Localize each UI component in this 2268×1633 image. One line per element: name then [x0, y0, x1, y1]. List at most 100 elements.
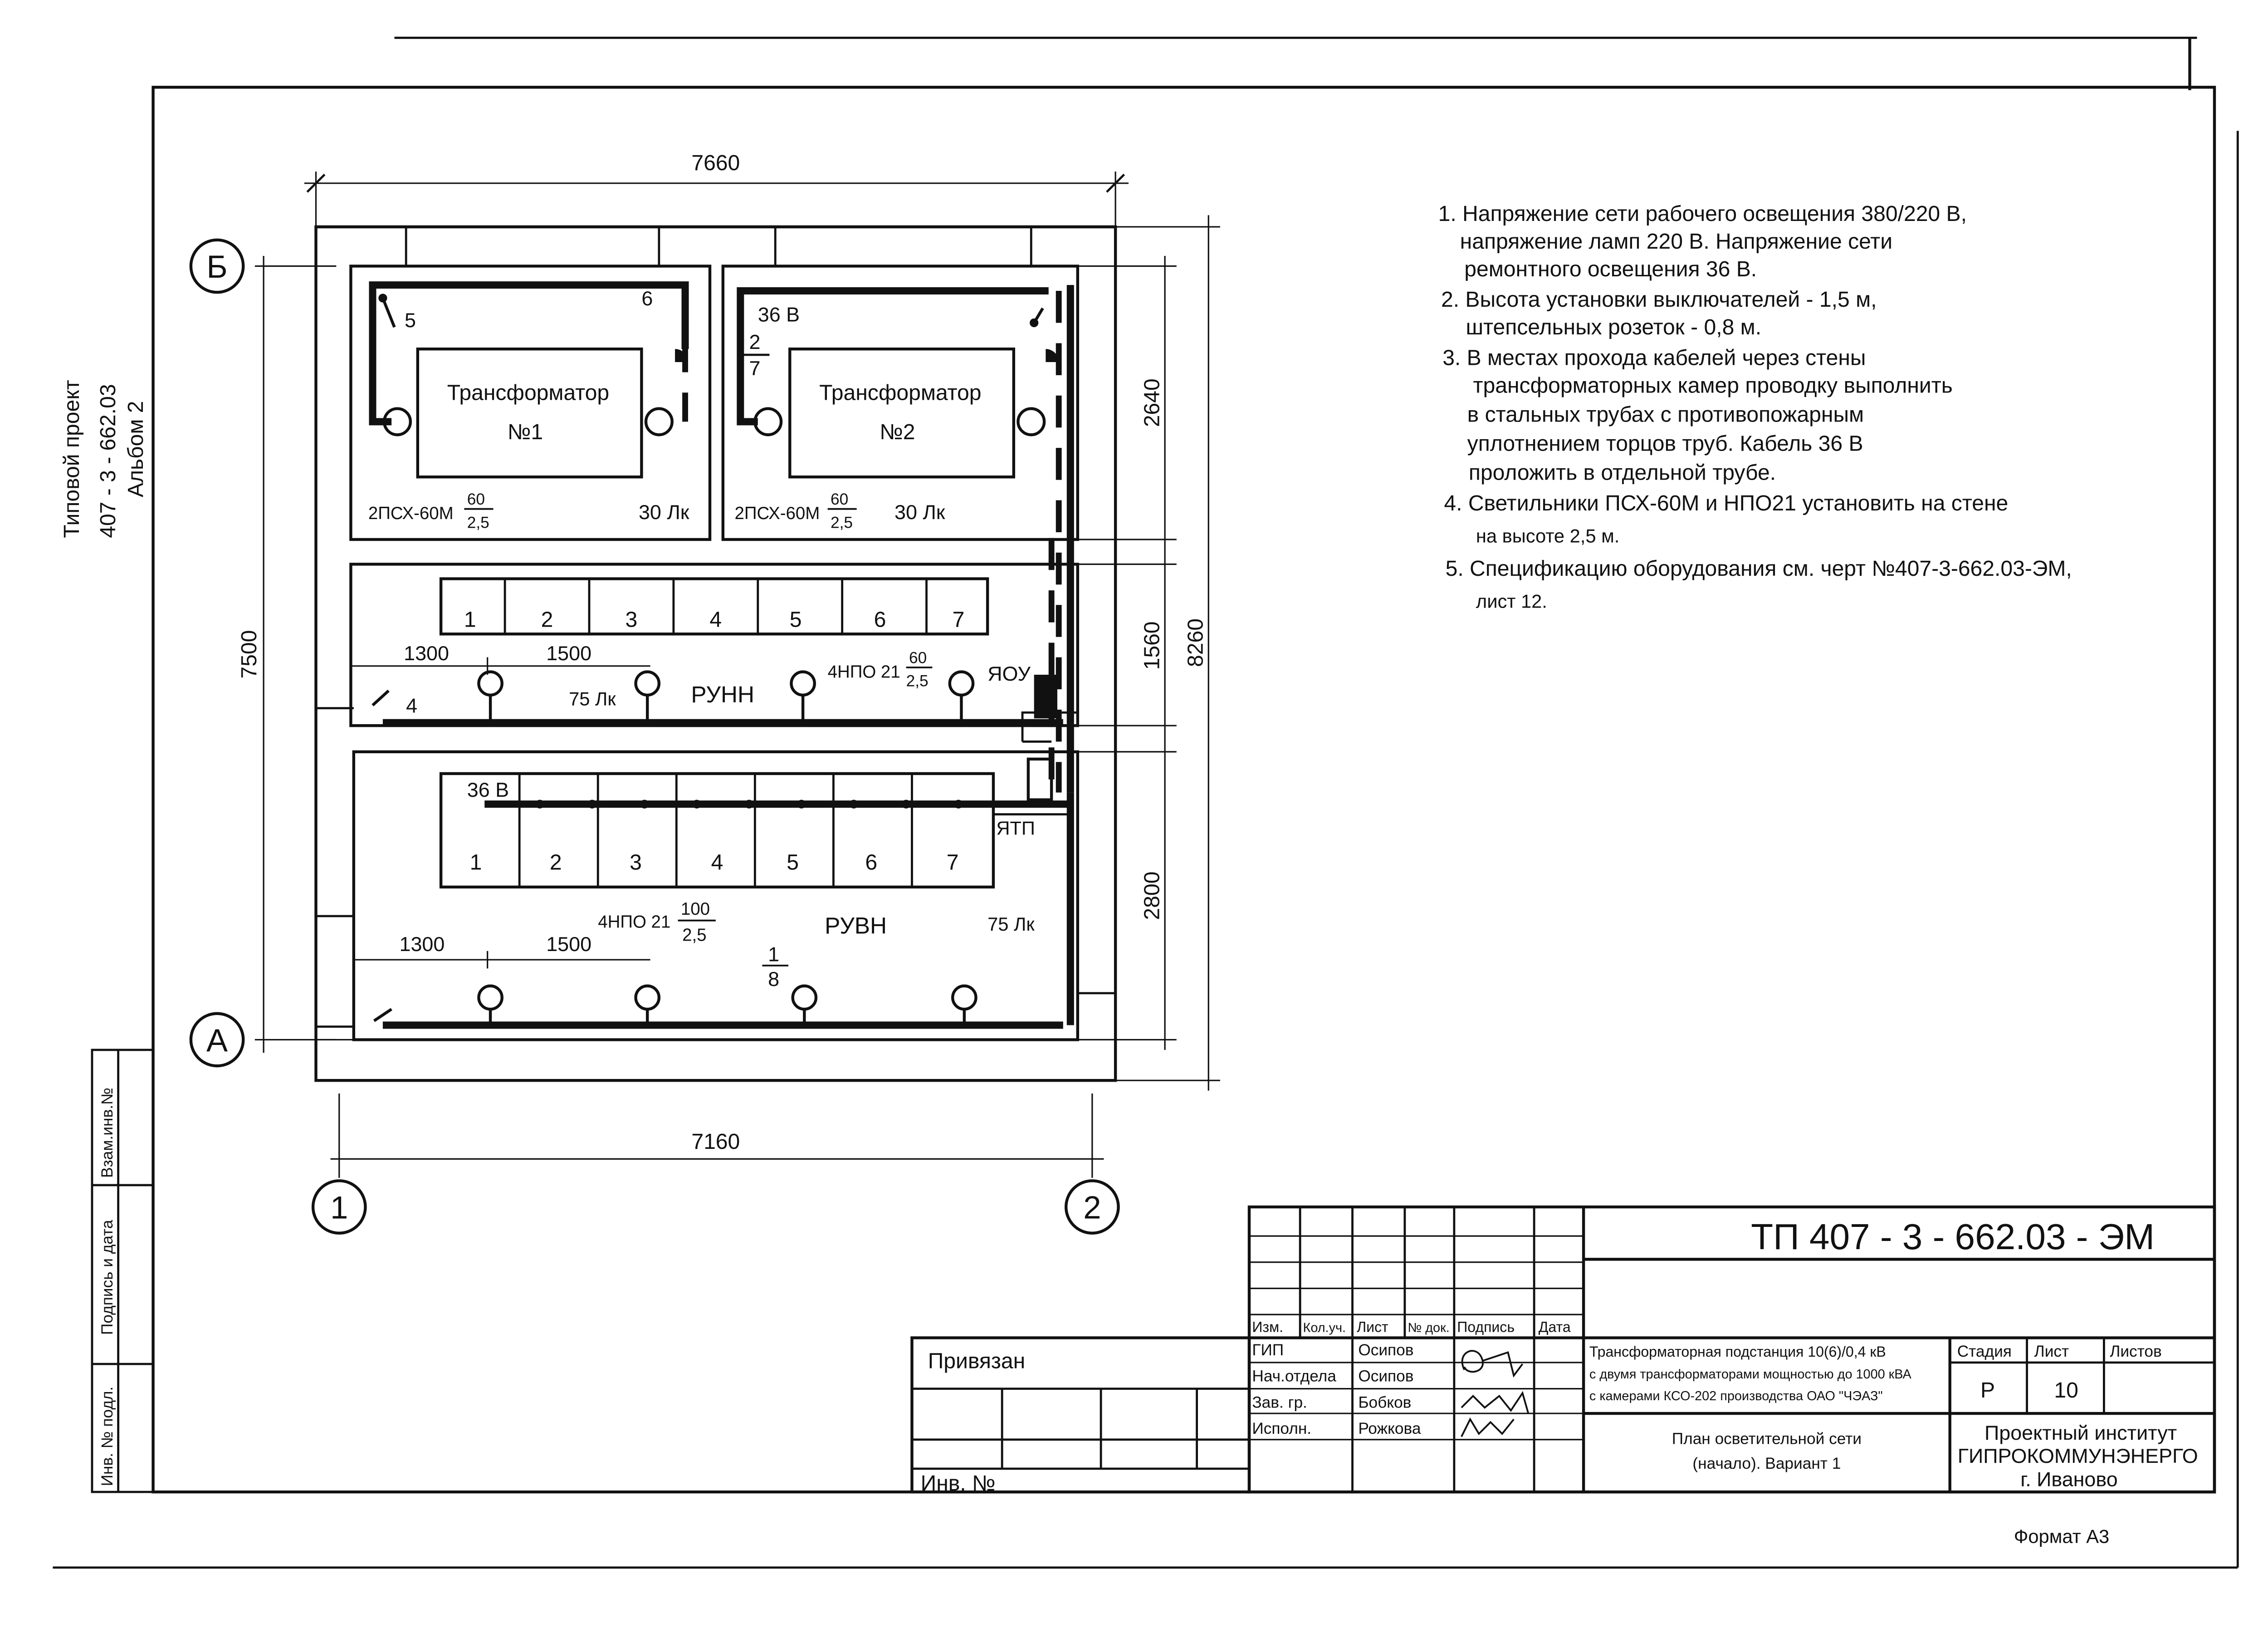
ruvn-fixture-den: 2,5 — [682, 926, 706, 945]
fixture-label-t2: 2ПСХ-60М — [734, 504, 820, 523]
side-stamp-line3: Альбом 2 — [123, 401, 148, 498]
col-podpis: Подпись — [1457, 1319, 1515, 1335]
dim-bottom: 7160 — [691, 1129, 740, 1154]
note-line-11: 4. Светильники ПСХ-60М и НПО21 установит… — [1444, 491, 2008, 515]
switch-mark-6: 6 — [641, 287, 653, 310]
ruvn-cell-3: 3 — [630, 850, 642, 874]
runn-cell-4: 4 — [709, 607, 722, 632]
runn-cell-1: 1 — [464, 607, 476, 632]
project-title-1: Трансформаторная подстанция 10(6)/0,4 кВ — [1589, 1344, 1886, 1360]
note-line-9: уплотнением торцов труб. Кабель 36 В — [1467, 431, 1863, 456]
side-stamp-line2: 407 - 3 - 662.03 — [96, 384, 120, 538]
runn-label: РУНН — [691, 682, 754, 707]
col-ndok: № док. — [1408, 1321, 1449, 1335]
runn-cell-3: 3 — [626, 607, 638, 632]
ruvn-dim-1500: 1500 — [546, 932, 591, 956]
vzam-inv-label: Взам.инв.№ — [98, 1088, 116, 1178]
doc-code: ТП 407 - 3 - 662.03 - ЭМ — [1751, 1216, 2155, 1257]
dim-left: 7500 — [237, 630, 261, 679]
side-stamp: Типовой проект 407 - 3 - 662.03 Альбом 2… — [59, 380, 154, 1493]
dim-right-2800: 2800 — [1139, 872, 1164, 920]
ruvn-label: РУВН — [825, 912, 887, 938]
ruvn-cell-2: 2 — [550, 850, 562, 874]
project-title-2: с двумя трансформаторами мощностью до 10… — [1589, 1367, 1912, 1382]
note-line-14: лист 12. — [1476, 591, 1547, 612]
axis-a: А — [206, 1022, 228, 1058]
org-1: Проектный институт — [1984, 1421, 2177, 1444]
runn-cell-2: 2 — [541, 607, 553, 632]
dim-right-2640: 2640 — [1139, 378, 1164, 427]
signatures — [1461, 1350, 1530, 1437]
format-label: Формат А3 — [2014, 1525, 2109, 1547]
ruvn-frac-8: 8 — [768, 967, 779, 991]
wire-dots — [535, 799, 963, 809]
transformer-2-label: Трансформатор — [819, 380, 981, 405]
stadiya-value: Р — [1980, 1378, 1995, 1403]
runn-fixture-label: 4НПО 21 — [828, 662, 900, 682]
ruvn-dim-1300: 1300 — [400, 932, 445, 956]
ruvn-lux: 75 Лк — [987, 913, 1035, 935]
list-value: 10 — [2054, 1378, 2078, 1403]
title-block: ТП 407 - 3 - 662.03 - ЭМ Изм. Кол.уч. Ли… — [910, 1205, 2216, 1496]
axis-2: 2 — [1083, 1190, 1101, 1226]
runn-cell-7: 7 — [953, 607, 965, 632]
switch-mark-4: 4 — [406, 694, 417, 717]
axis-bubbles: Б А 1 2 — [189, 238, 1120, 1235]
note-line-10: проложить в отдельной трубе. — [1469, 461, 1776, 485]
name-1: Осипов — [1358, 1341, 1413, 1359]
org-3: г. Иваново — [2020, 1467, 2117, 1491]
ruvn-cell-4: 4 — [711, 850, 723, 874]
ruvn-cell-7: 7 — [947, 850, 959, 874]
inv-no-label: Инв. № — [921, 1471, 996, 1496]
col-izm: Изм. — [1252, 1319, 1283, 1335]
note-line-1: 1. Напряжение сети рабочего освещения 38… — [1438, 201, 1967, 226]
transformer-room-2 — [721, 265, 1080, 541]
col-kol: Кол.уч. — [1303, 1321, 1346, 1335]
dimensions: 7660 7160 7500 2640 1560 2800 8260 — [237, 151, 1220, 1178]
transformer-1-label: Трансформатор — [447, 380, 609, 405]
switch-mark-5: 5 — [405, 309, 416, 332]
ruvn-fixtures — [477, 984, 978, 1025]
transformer-1-number: №1 — [508, 420, 543, 444]
note-line-3: ремонтного освещения 36 В. — [1464, 257, 1757, 281]
axis-b: Б — [206, 249, 227, 284]
note-line-2: напряжение ламп 220 В. Напряжение сети — [1460, 229, 1892, 254]
sheet-title-2: (начало). Вариант 1 — [1692, 1455, 1841, 1472]
runn-fixture-den: 2,5 — [906, 672, 929, 690]
dim-top: 7660 — [691, 151, 740, 175]
dim-right-1560: 1560 — [1139, 621, 1164, 670]
note-line-13: 5. Спецификацию оборудования см. черт №4… — [1446, 556, 2072, 581]
project-title-3: с камерами КСО-202 производства ОАО "ЧЭА… — [1589, 1389, 1883, 1403]
note-line-8: в стальных трубах с противопожарным — [1467, 402, 1864, 427]
lux-t1: 30 Лк — [639, 500, 689, 524]
transformer-2-number: №2 — [880, 420, 915, 444]
runn-cell-6: 6 — [874, 607, 886, 632]
notes: 1. Напряжение сети рабочего освещения 38… — [1438, 201, 2072, 612]
volt-36-label-ruvn: 36 В — [467, 778, 509, 801]
note-line-7: трансформаторных камер проводку выполнит… — [1473, 373, 1953, 397]
podpis-data-label: Подпись и дата — [98, 1220, 116, 1335]
yaou-label: ЯОУ — [987, 662, 1031, 685]
ruvn-frac-1: 1 — [768, 942, 779, 966]
runn-cell-5: 5 — [790, 607, 802, 632]
role-ispoln: Исполн. — [1252, 1420, 1311, 1437]
ruvn-cells: 1 2 3 4 5 6 7 — [470, 773, 959, 887]
fixture-t1-den: 2,5 — [467, 514, 489, 531]
dim-right-total: 8260 — [1183, 618, 1207, 667]
fixture-t2-num: 60 — [831, 490, 848, 508]
side-stamp-line1: Типовой проект — [59, 380, 84, 538]
frac-7: 7 — [749, 357, 761, 380]
ruvn-cell-5: 5 — [787, 850, 799, 874]
col-data: Дата — [1539, 1319, 1571, 1335]
transformer-room-1 — [349, 265, 712, 541]
org-2: ГИПРОКОММУНЭНЕРГО — [1958, 1444, 2198, 1467]
frac-2: 2 — [749, 330, 761, 353]
note-line-12: на высоте 2,5 м. — [1476, 525, 1619, 546]
runn-lux: 75 Лк — [569, 688, 616, 709]
yaou-box — [1034, 675, 1057, 719]
fixture-label-t1: 2ПСХ-60М — [368, 504, 454, 523]
fixture-t1-num: 60 — [467, 490, 485, 508]
runn-fixture-num: 60 — [909, 649, 927, 667]
ruvn-cell-1: 1 — [470, 850, 482, 874]
